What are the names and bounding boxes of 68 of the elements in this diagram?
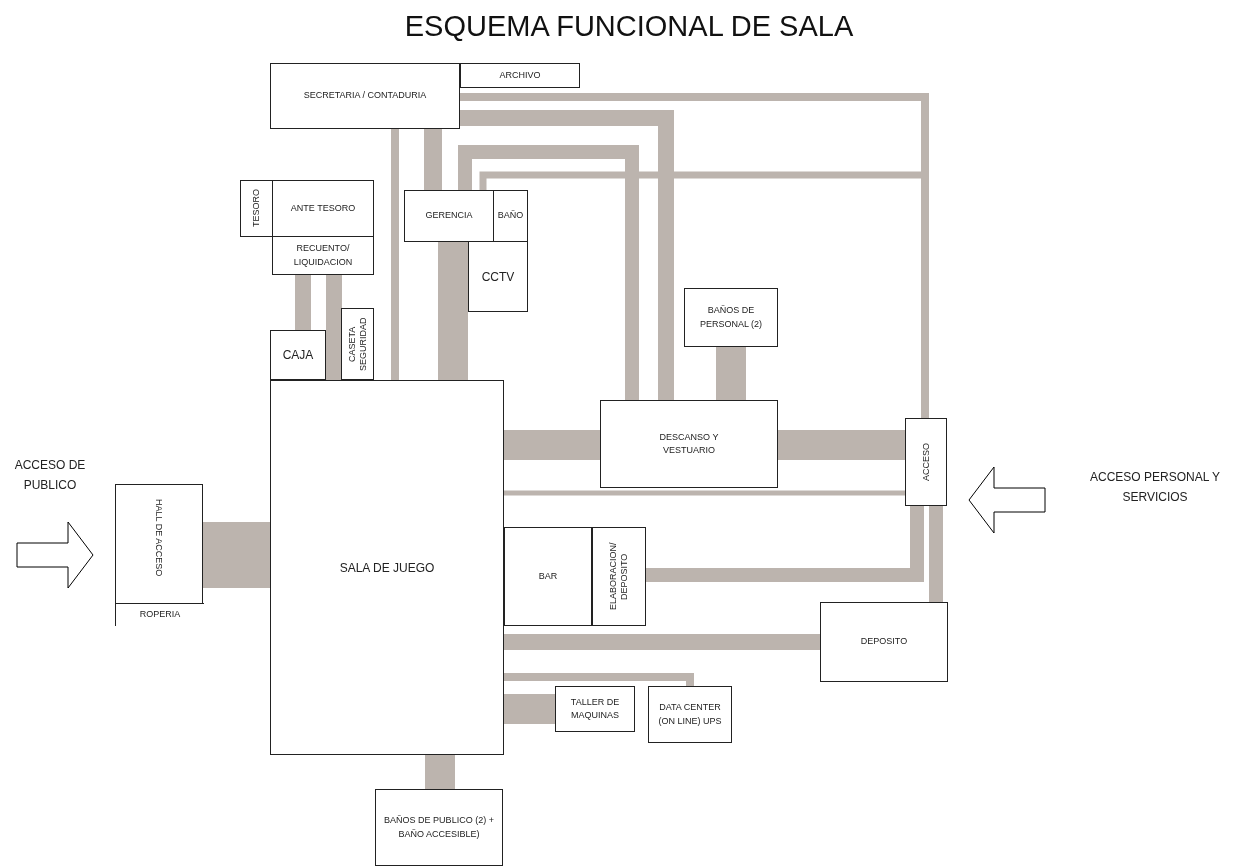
room-label: HALL DE ACCESO [153,499,165,577]
room-box [240,180,273,237]
block-arrow [968,466,1046,534]
room-label: CASETA SEGURIDAD [346,316,369,373]
room-label: CAJA [282,347,314,364]
connection-band [504,430,600,460]
room-box [270,380,504,755]
connection-band [203,522,270,588]
room-label: BAR [538,569,558,583]
connection-band [479,171,929,418]
room-box [493,190,528,242]
room-box [600,400,778,488]
room-box [375,789,503,866]
connection-band [460,93,929,418]
connection-band [929,506,943,602]
connection-band [504,694,555,724]
room-box [272,236,374,275]
room-box [905,418,947,506]
connection-band [424,129,442,190]
connection-band [504,673,694,686]
room-box [684,288,778,347]
room-label: BAÑOS DE PUBLICO (2) + BAÑO ACCESIBLE) [383,814,495,841]
room-box [460,63,580,88]
access-label: ACCESO DE PUBLICO [13,457,87,495]
room-label: SECRETARIA / CONTADURIA [303,89,427,103]
room-box [555,686,635,732]
room-box [270,63,460,129]
room-box [341,308,374,380]
room-box [468,241,528,312]
room-label: CCTV [481,268,515,286]
connection-band [425,755,455,789]
connection-band [438,242,468,380]
room-label: ARCHIVO [499,68,541,82]
room-box [504,527,592,626]
room-box [115,484,203,626]
room-label: ROPERIA [139,608,181,622]
block-arrow [16,521,94,589]
connection-band [716,347,746,400]
connection-band [778,430,905,460]
connection-band [504,490,905,496]
connection-band [646,506,924,582]
room-box [272,180,374,237]
room-box [592,527,646,626]
room-label: DATA CENTER (ON LINE) UPS [657,701,723,728]
room-box [270,330,326,380]
access-label: ACCESO PERSONAL Y SERVICIOS [1088,469,1221,507]
room-box [648,686,732,743]
room-label: ELABORACION/ DEPOSITO [608,541,630,613]
room-label: TESORO [251,189,262,228]
room-label: SALA DE JUEGO [339,559,435,577]
connection-band [504,634,820,650]
connection-band [326,275,342,380]
room-label: ACCESO [920,443,932,481]
room-label: TALLER DE MAQUINAS [569,695,621,722]
room-label: GERENCIA [425,209,473,223]
room-label: BAÑOS DE PERSONAL (2) [698,304,764,331]
connection-band [295,275,311,330]
room-label: DESCANSO Y VESTUARIO [658,430,720,457]
room-label: ANTE TESORO [290,201,356,215]
connection-band [460,110,674,400]
room-box [820,602,948,682]
room-label: DEPOSITO [860,635,908,649]
diagram-title: ESQUEMA FUNCIONAL DE SALA [403,10,855,43]
connection-band [391,129,399,380]
room-box [404,190,494,242]
connection-band [458,145,639,400]
room-label: BAÑO [497,209,524,223]
room-label: RECUENTO/ LIQUIDACION [292,242,354,269]
